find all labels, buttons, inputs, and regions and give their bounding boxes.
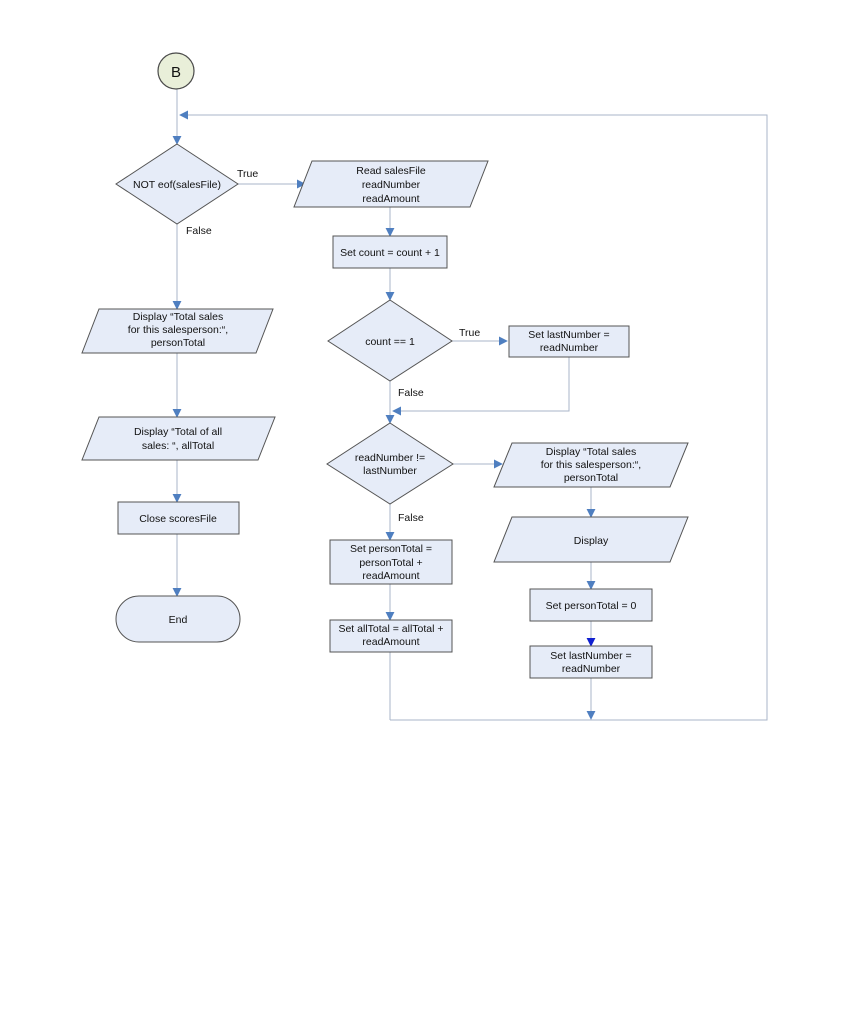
process-reset-person-total: Set personTotal = 0 [529,588,653,622]
display-blank-text: Display [574,535,609,547]
set-last-first-line-1: Set lastNumber = [528,329,609,341]
display-person-right-line-2: for this salesperson:“, [541,459,641,471]
set-all-total-line-2: readAmount [362,636,419,648]
display-person-left-line-3: personTotal [151,337,205,349]
output-display-all: Display “Total of all sales: “, allTotal [81,416,276,461]
process-close-file: Close scoresFile [117,501,240,535]
set-last-first-line-2: readNumber [540,342,599,354]
decision-number-line-2: lastNumber [363,465,417,477]
decision-count-text: count == 1 [365,336,415,348]
decision-count: count == 1 [327,299,453,382]
output-display-person-left: Display “Total sales for this salesperso… [81,308,274,354]
output-display-blank: Display [493,516,689,563]
set-last-second-line-2: readNumber [562,663,621,675]
label-count-true: True [459,327,480,339]
decision-eof: NOT eof(salesFile) [115,143,239,225]
set-person-total-line-1: Set personTotal = [350,543,432,555]
label-eof-true: True [237,168,258,180]
display-person-left-line-1: Display “Total sales [133,311,223,323]
connector-b-label: B [171,64,181,81]
set-all-total-line-1: Set allTotal = allTotal + [338,623,443,635]
input-read-sales: Read salesFile readNumber readAmount [293,160,489,208]
process-set-last-second: Set lastNumber = readNumber [529,645,653,679]
read-line-3: readAmount [362,193,419,205]
set-count-text: Set count = count + 1 [340,247,440,259]
close-file-text: Close scoresFile [139,513,217,525]
output-display-person-right: Display “Total sales for this salesperso… [493,442,689,488]
connector-lines [172,89,768,721]
terminal-end: End [115,595,241,643]
process-set-count: Set count = count + 1 [332,235,448,269]
display-person-left-line-2: for this salesperson:“, [128,324,228,336]
process-set-person-total: Set personTotal = personTotal + readAmou… [329,539,453,585]
label-count-false: False [398,387,424,399]
display-all-line-2: sales: “, allTotal [142,440,214,452]
edge-loop-back [179,110,768,721]
set-person-total-line-2: personTotal + [359,557,422,569]
end-text: End [169,614,188,626]
read-line-2: readNumber [362,179,421,191]
read-line-1: Read salesFile [356,165,426,177]
label-eof-false: False [186,225,212,237]
connector-b: B [157,52,195,90]
process-set-last-first: Set lastNumber = readNumber [508,325,630,358]
decision-eof-text: NOT eof(salesFile) [133,179,221,191]
set-person-total-line-3: readAmount [362,570,419,582]
display-person-right-line-1: Display “Total sales [546,446,636,458]
reset-person-total-text: Set personTotal = 0 [546,600,637,612]
label-number-false: False [398,512,424,524]
decision-number: readNumber != lastNumber [326,422,454,505]
display-person-right-line-3: personTotal [564,472,618,484]
edge-set-last-merge [392,357,570,416]
decision-number-line-1: readNumber != [355,452,425,464]
display-all-line-1: Display “Total of all [134,426,222,438]
process-set-all-total: Set allTotal = allTotal + readAmount [329,619,453,653]
set-last-second-line-1: Set lastNumber = [550,650,631,662]
